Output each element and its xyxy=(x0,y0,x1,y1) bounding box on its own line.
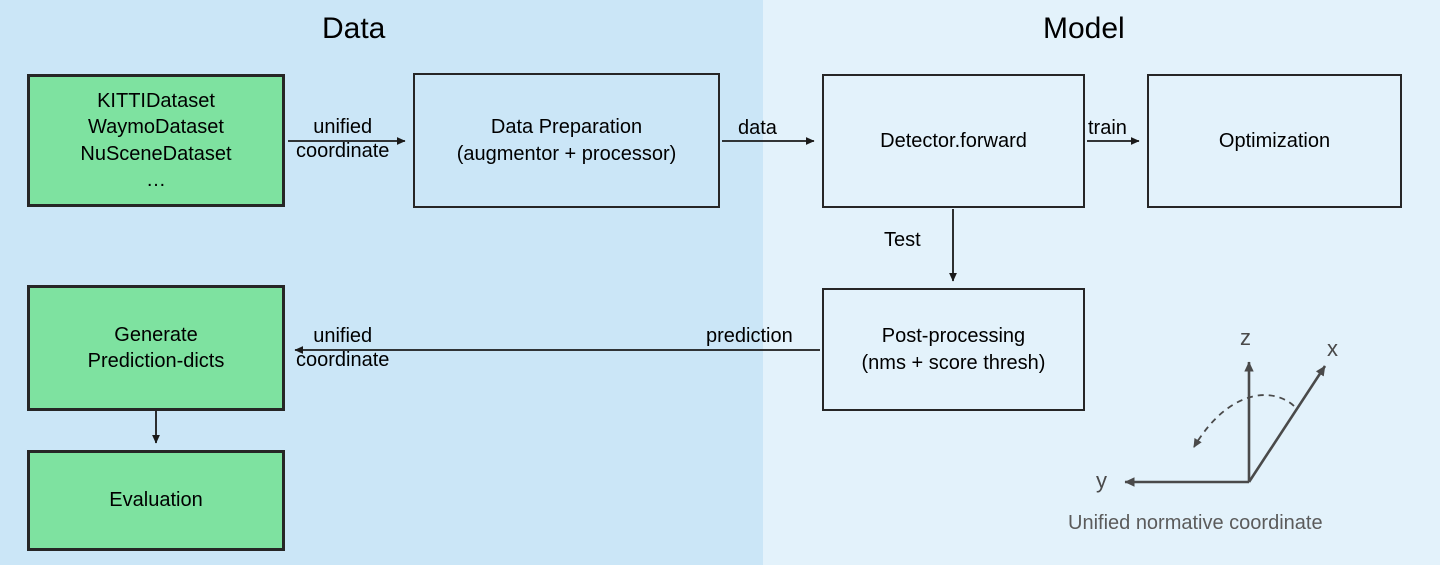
node-evaluation-line-1: Evaluation xyxy=(109,489,203,512)
panel-title-data: Data xyxy=(322,12,386,45)
node-datasets-line-4: … xyxy=(145,168,166,191)
edge-label-train: train xyxy=(1088,116,1127,140)
coord-axis-y-label: y xyxy=(1096,468,1107,493)
node-generate-line-1: Generate xyxy=(114,323,198,346)
coord-rotation-arc xyxy=(1193,394,1295,448)
coord-frame-caption: Unified normative coordinate xyxy=(1068,512,1323,534)
node-datasets[interactable]: KITTIDataset WaymoDataset NuSceneDataset… xyxy=(27,74,285,207)
node-datasets-line-3: NuSceneDataset xyxy=(80,142,232,165)
panel-title-model: Model xyxy=(1043,12,1125,45)
edge-label-prediction: prediction xyxy=(706,324,793,348)
coord-axis-x-line xyxy=(1247,365,1327,483)
edge-label-test: Test xyxy=(884,228,921,252)
node-optimization-line-1: Optimization xyxy=(1218,129,1331,152)
node-detector-forward-line-1: Detector.forward xyxy=(880,129,1027,152)
edge-label-data: data xyxy=(738,116,777,140)
edge-label-unified-bottom-line-1: unified xyxy=(313,325,373,347)
edge-label-prediction-line-1: prediction xyxy=(706,325,793,347)
node-datasets-line-2: WaymoDataset xyxy=(88,116,224,139)
edge-label-unified-bottom-line-2: coordinate xyxy=(296,349,390,371)
edge-label-unified-coordinate-bottom: unified coordinate xyxy=(296,324,389,372)
node-data-preparation-line-2: (augmentor + processor) xyxy=(456,142,677,165)
node-post-processing-line-2: (nms + score thresh) xyxy=(861,351,1046,374)
node-evaluation[interactable]: Evaluation xyxy=(27,450,285,551)
coord-axis-z-label: z xyxy=(1240,325,1251,350)
edge-label-unified-top-line-2: coordinate xyxy=(296,140,390,162)
edge-label-train-line-1: train xyxy=(1088,117,1127,139)
node-detector-forward[interactable]: Detector.forward xyxy=(822,74,1085,208)
edge-label-data-line-1: data xyxy=(738,117,777,139)
panel-model xyxy=(763,0,1440,565)
node-post-processing-line-1: Post-processing xyxy=(881,325,1026,348)
node-optimization[interactable]: Optimization xyxy=(1147,74,1402,208)
node-generate-line-2: Prediction-dicts xyxy=(87,350,225,372)
edge-label-test-line-1: Test xyxy=(884,229,921,251)
node-post-processing[interactable]: Post-processing (nms + score thresh) xyxy=(822,288,1085,411)
node-datasets-line-1: KITTIDataset xyxy=(97,89,215,112)
node-data-preparation[interactable]: Data Preparation (augmentor + processor) xyxy=(413,73,720,208)
edge-label-unified-coordinate-top: unified coordinate xyxy=(296,115,389,163)
node-data-preparation-line-1: Data Preparation xyxy=(490,116,643,139)
node-generate-prediction-dicts[interactable]: Generate Prediction-dicts xyxy=(27,285,285,411)
edge-label-unified-top-line-1: unified xyxy=(313,116,373,138)
coord-axis-x-label: x xyxy=(1327,336,1338,361)
